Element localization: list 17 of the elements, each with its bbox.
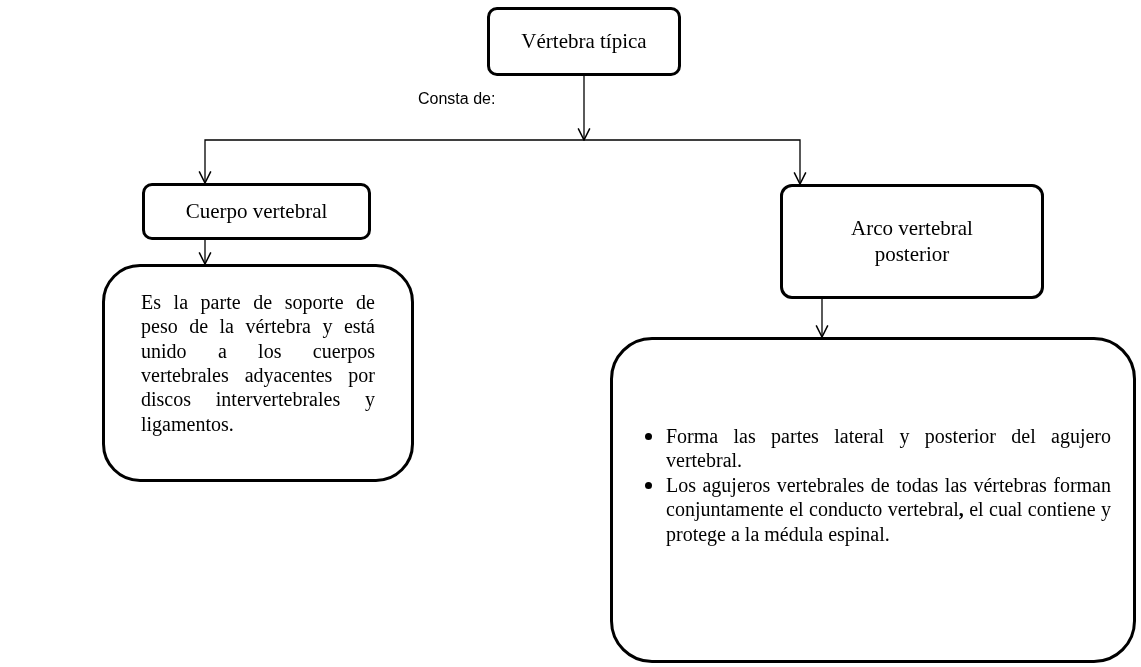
node-label: Vértebra típica xyxy=(521,28,647,55)
process-box xyxy=(142,183,371,240)
bullet-text: Los agujeros vertebrales de todas las vértebras forman conjuntamente el conducto vertebral, el cual contiene y protege a la médula espinal. xyxy=(666,472,1111,546)
process-box xyxy=(780,184,1044,299)
title-box xyxy=(487,7,681,76)
node-label: Arco vertebral posterior xyxy=(850,216,974,267)
arrow xyxy=(198,239,212,265)
arrow xyxy=(583,139,807,185)
node-label: Cuerpo vertebral xyxy=(185,198,328,225)
arrow xyxy=(198,139,585,184)
arrow xyxy=(577,75,591,141)
description-box xyxy=(102,264,414,482)
description-text: Es la parte de soporte de peso de la vértebra y está unido a los cuerpos vertebrales adyacentes por discos intervertebrales y ligamentos. xyxy=(141,289,375,437)
arrow xyxy=(815,298,829,338)
bullet-text: Forma las partes lateral y posterior del agujero vertebral. xyxy=(666,424,1111,473)
description-box xyxy=(610,337,1136,663)
annotation-text: Consta de: xyxy=(418,90,496,108)
